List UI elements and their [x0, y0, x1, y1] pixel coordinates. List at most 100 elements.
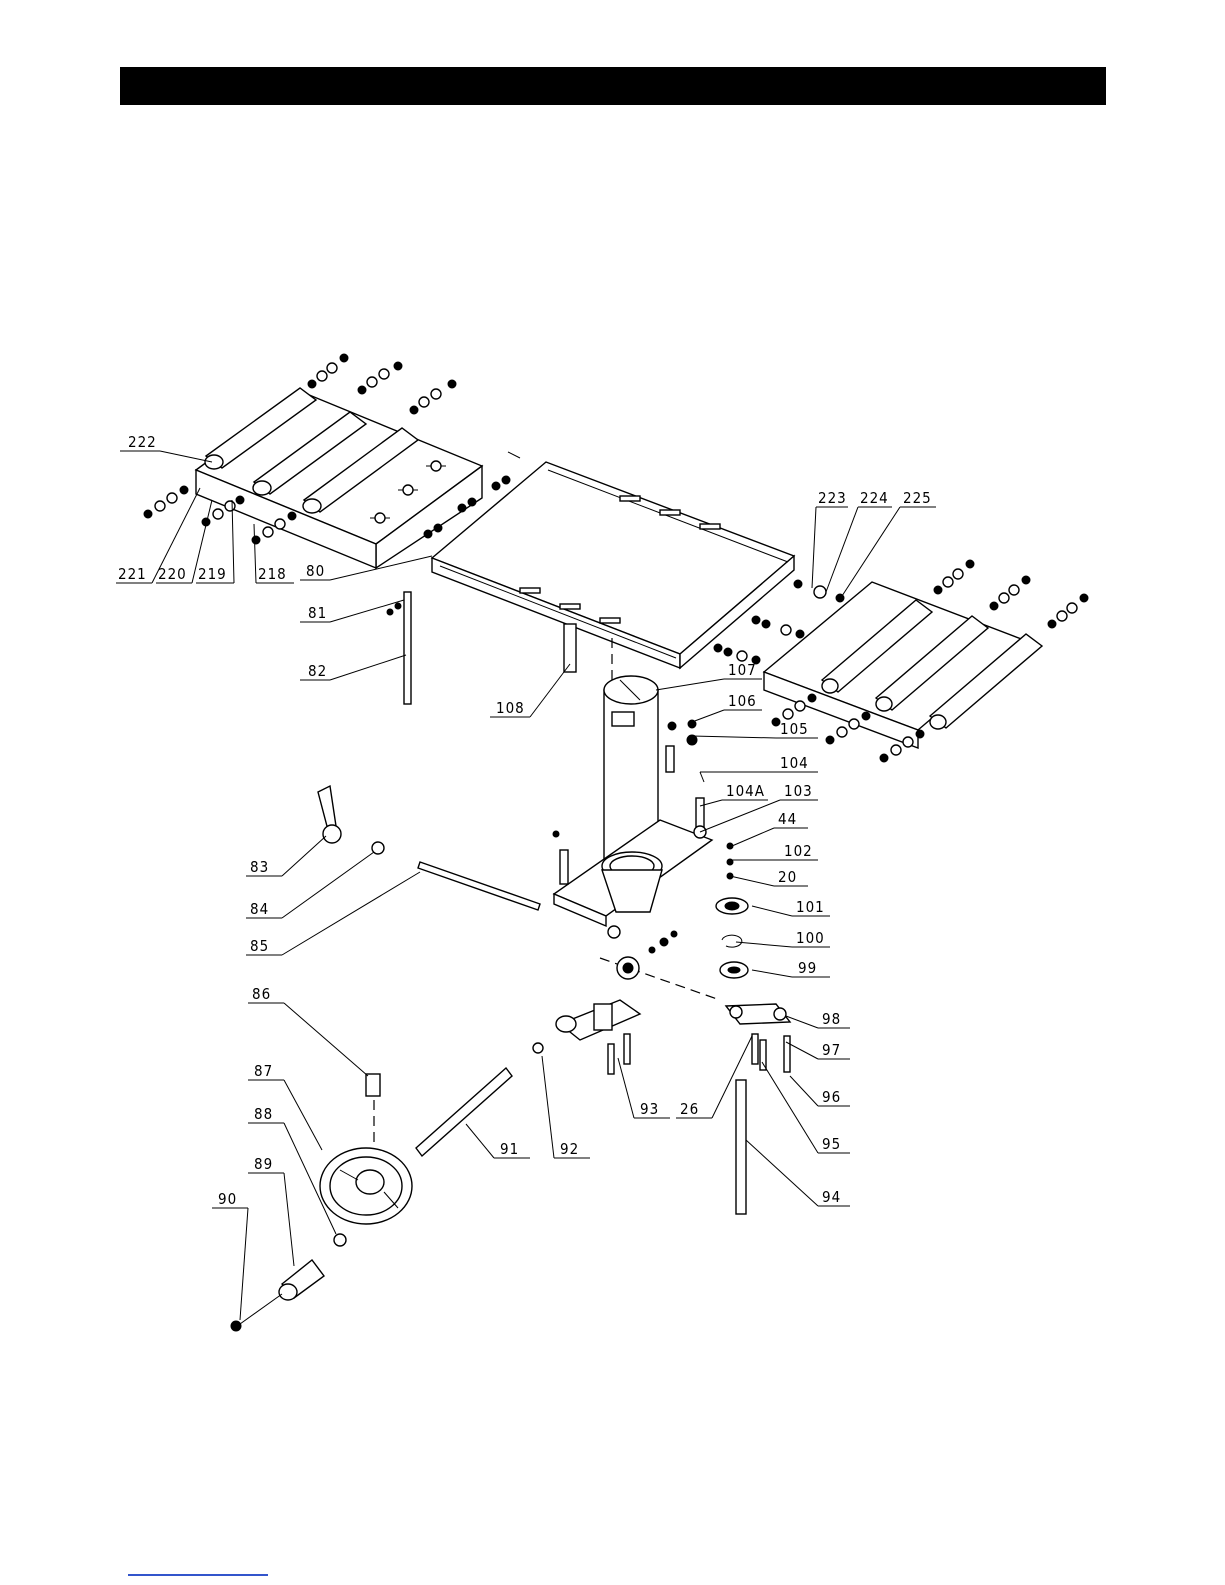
lift-arm — [726, 1004, 790, 1214]
callout-91: 91 — [466, 1124, 530, 1158]
callout-label: 219 — [198, 565, 227, 583]
callout-label: 106 — [728, 692, 757, 710]
callout-225: 225 — [842, 489, 936, 596]
callout-label: 88 — [254, 1105, 273, 1123]
callout-label: 101 — [796, 898, 825, 916]
callout-label: 221 — [118, 565, 147, 583]
callout-label: 225 — [903, 489, 932, 507]
callout-218: 218 — [254, 524, 294, 583]
callout-label: 84 — [250, 900, 269, 918]
callout-label: 96 — [822, 1088, 841, 1106]
lock-rod — [387, 592, 411, 704]
callout-leader — [752, 970, 792, 977]
callout-108: 108 — [490, 664, 570, 717]
callout-label: 98 — [822, 1010, 841, 1028]
callout-223: 223 — [812, 489, 848, 588]
callout-90: 90 — [212, 1190, 248, 1320]
callout-label: 97 — [822, 1041, 841, 1059]
callout-97: 97 — [786, 1041, 850, 1059]
callout-92: 92 — [542, 1056, 590, 1158]
callout-label: 87 — [254, 1062, 273, 1080]
callout-101: 101 — [752, 898, 830, 916]
callout-label: 103 — [784, 782, 813, 800]
callout-label: 223 — [818, 489, 847, 507]
callout-leader — [790, 1076, 818, 1106]
callout-label: 99 — [798, 959, 817, 977]
callout-96: 96 — [790, 1076, 850, 1106]
footer-link-underline[interactable] — [128, 1574, 268, 1576]
callout-104A: 104A — [700, 782, 768, 806]
callout-leader — [730, 876, 774, 886]
callout-leader — [812, 507, 816, 588]
callout-leader — [786, 1042, 818, 1059]
callout-leader — [762, 1062, 818, 1153]
callout-leader — [160, 451, 212, 462]
callout-label: 222 — [128, 433, 157, 451]
callout-leader — [530, 664, 570, 717]
callout-label: 90 — [218, 1190, 237, 1208]
main-table — [432, 452, 794, 668]
callout-99: 99 — [752, 959, 830, 977]
callout-leader — [284, 1003, 368, 1076]
callout-label: 218 — [258, 565, 287, 583]
callout-83: 83 — [246, 836, 326, 876]
callout-222: 222 — [120, 433, 212, 462]
callout-leader — [330, 655, 406, 680]
callout-label: 100 — [796, 929, 825, 947]
callout-leader — [618, 1058, 634, 1118]
callout-102: 102 — [730, 842, 818, 860]
callout-label: 81 — [308, 604, 327, 622]
callout-leader — [254, 524, 256, 583]
callout-leader — [736, 942, 792, 947]
gear-stack — [716, 843, 748, 978]
callout-105: 105 — [692, 720, 818, 738]
crank-shaft-assembly — [318, 786, 540, 910]
callout-leader — [282, 872, 420, 955]
callout-label: 95 — [822, 1135, 841, 1153]
left-roller-table — [144, 354, 510, 568]
callout-label: 91 — [500, 1140, 519, 1158]
callout-20: 20 — [730, 868, 808, 886]
callout-leader — [466, 1124, 494, 1158]
callout-label: 89 — [254, 1155, 273, 1173]
callout-leader — [282, 836, 326, 876]
callout-98: 98 — [786, 1010, 850, 1028]
callout-label: 104A — [726, 782, 765, 800]
callout-104: 104 — [700, 754, 818, 782]
callout-label: 104 — [780, 754, 809, 772]
callout-leader — [692, 736, 776, 738]
callout-leader — [700, 800, 780, 832]
callout-leader — [700, 772, 704, 782]
callout-93: 93 — [618, 1058, 670, 1118]
callout-label: 85 — [250, 937, 269, 955]
callout-leader — [240, 1208, 248, 1320]
callout-leader — [752, 906, 792, 916]
callout-leader — [656, 679, 724, 690]
callout-100: 100 — [736, 929, 830, 947]
callout-label: 94 — [822, 1188, 841, 1206]
callout-89: 89 — [248, 1155, 294, 1266]
callout-leader — [284, 1173, 294, 1266]
callout-44: 44 — [732, 810, 808, 846]
callout-leader — [692, 710, 724, 722]
callout-label: 20 — [778, 868, 797, 886]
sprocket-bracket — [533, 931, 720, 1074]
callout-label: 224 — [860, 489, 889, 507]
callout-label: 108 — [496, 699, 525, 717]
callout-leader — [732, 828, 774, 846]
callout-label: 220 — [158, 565, 187, 583]
callout-leader — [542, 1056, 554, 1158]
callout-label: 80 — [306, 562, 325, 580]
callout-label: 102 — [784, 842, 813, 860]
callout-label: 44 — [778, 810, 797, 828]
callout-label: 82 — [308, 662, 327, 680]
callout-95: 95 — [762, 1062, 850, 1153]
callout-85: 85 — [246, 872, 420, 955]
callout-label: 105 — [780, 720, 809, 738]
callout-leader — [232, 500, 234, 583]
callout-leader — [746, 1140, 818, 1206]
callout-label: 86 — [252, 985, 271, 1003]
callout-106: 106 — [692, 692, 762, 722]
callout-82: 82 — [300, 655, 406, 680]
